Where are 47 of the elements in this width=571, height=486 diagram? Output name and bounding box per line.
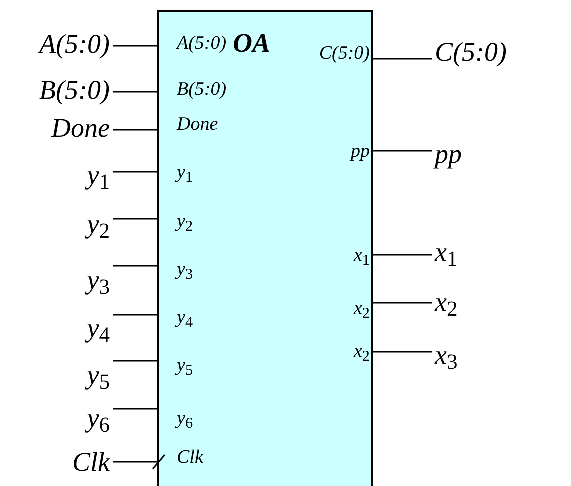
pin-wire — [113, 454, 166, 470]
pin-label: x$_{2}$ — [354, 340, 370, 366]
pin-label: y$_{4}$ — [87, 312, 110, 348]
pin-wire — [113, 218, 159, 220]
pin-label: x$_{1}$ — [354, 244, 370, 270]
pin-label: y$_{5}$ — [177, 354, 194, 380]
pin-label: B(5:0) — [177, 78, 227, 102]
pin-label: y$_{2}$ — [87, 208, 110, 244]
block-title: OA — [233, 28, 271, 58]
pin-wire — [113, 314, 159, 316]
pin-label: y$_{6}$ — [87, 402, 110, 438]
pin-wire — [371, 254, 432, 256]
pin-label: y$_{2}$ — [177, 210, 194, 236]
pin-wire — [371, 150, 432, 152]
pin-wire — [113, 265, 159, 267]
pin-label: y$_{1}$ — [87, 158, 110, 196]
pin-label: C(5:0) — [435, 36, 507, 69]
pin-wire — [113, 408, 159, 410]
pin-wire — [113, 171, 159, 173]
pin-label: x$_{3}$ — [435, 338, 458, 376]
pin-label: Clk — [177, 446, 204, 470]
pin-label: x$_{1}$ — [435, 236, 458, 272]
pin-label: y$_{3}$ — [87, 264, 110, 300]
pin-label: C(5:0) — [319, 42, 370, 66]
pin-label: A(5:0) — [40, 28, 110, 61]
pin-wire — [371, 302, 432, 304]
pin-label: y$_{6}$ — [177, 406, 194, 434]
pin-wire — [371, 58, 432, 60]
pin-label: x$_{2}$ — [354, 296, 370, 324]
pin-label: Done — [52, 112, 110, 145]
pin-wire — [113, 91, 159, 93]
block-box — [157, 10, 373, 486]
pin-wire — [113, 129, 159, 131]
pin-label: x$_{2}$ — [435, 286, 458, 322]
pin-label: y$_{5}$ — [87, 358, 110, 396]
pin-label: A(5:0) — [177, 32, 227, 56]
pin-label: y$_{3}$ — [177, 258, 194, 284]
pin-label: B(5:0) — [40, 74, 110, 107]
pin-label: pp — [435, 138, 462, 171]
pin-label: Clk — [72, 446, 110, 479]
pin-wire — [113, 360, 159, 362]
pin-wire — [371, 351, 432, 353]
pin-label: y$_{1}$ — [177, 160, 194, 188]
pin-label: y$_{4}$ — [177, 306, 194, 332]
pin-label: pp — [351, 140, 370, 164]
pin-label: Done — [177, 112, 218, 137]
pin-wire — [113, 45, 159, 47]
